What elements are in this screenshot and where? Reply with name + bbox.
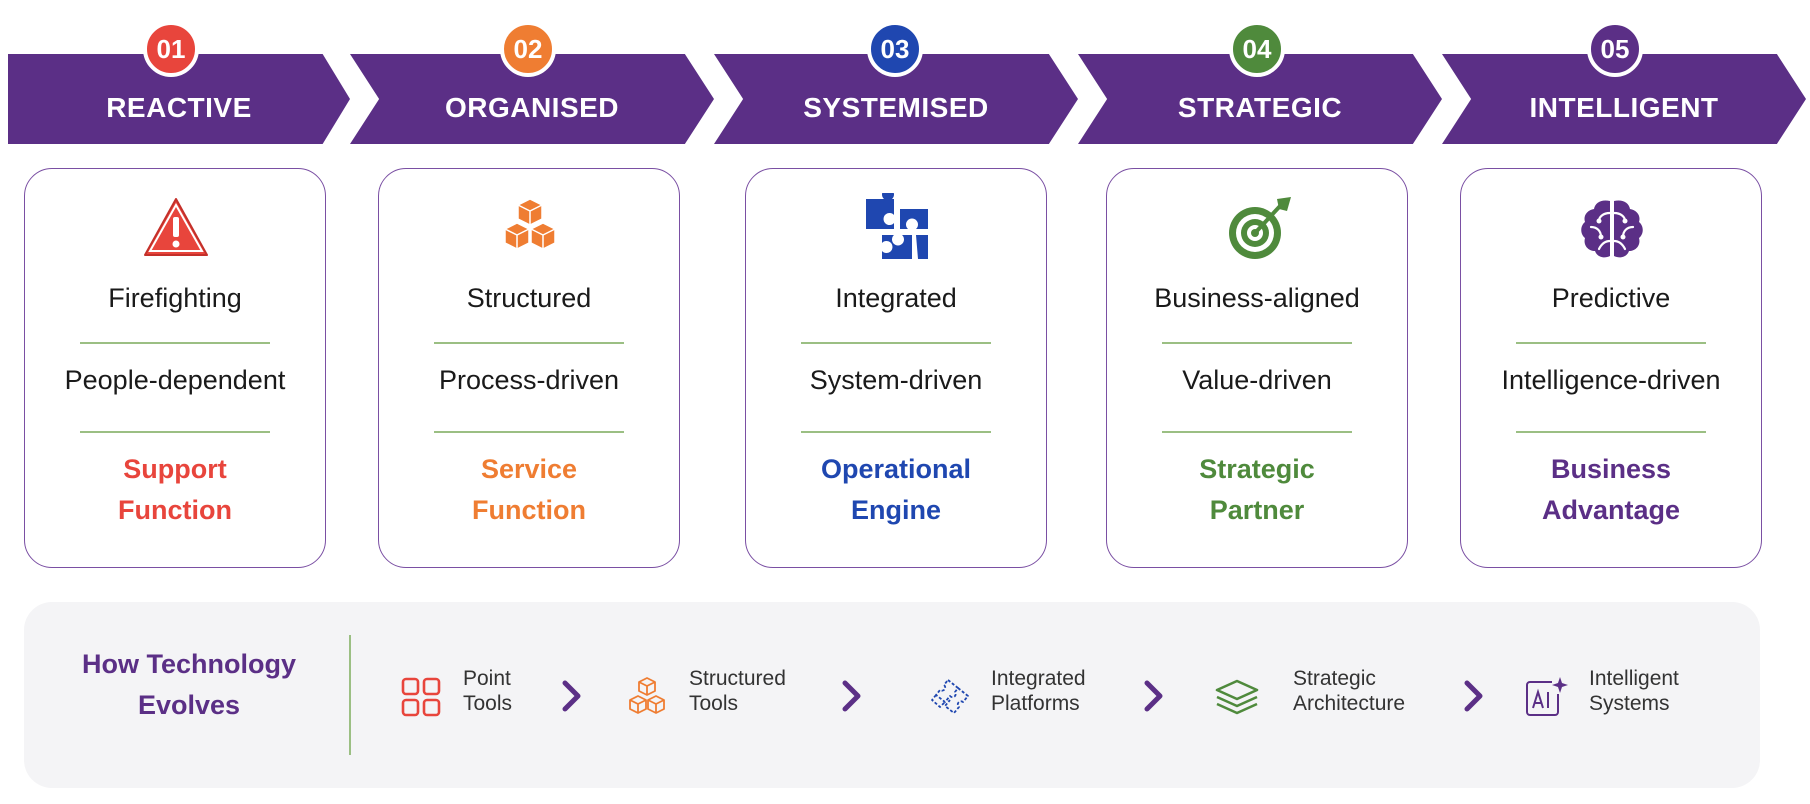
stage-title: SYSTEMISED xyxy=(803,92,989,123)
chevron-right-icon xyxy=(840,678,864,714)
warning-icon xyxy=(141,193,211,263)
stage-number-badge: 04 xyxy=(1229,21,1285,77)
layers-icon xyxy=(1214,674,1260,720)
stage-number-badge: 03 xyxy=(867,21,923,77)
stage-number-badge: 01 xyxy=(143,21,199,77)
step-label: Structured Tools xyxy=(689,667,786,715)
grid-icon xyxy=(398,674,444,720)
stage-card-reactive: Firefighting People-dependent Support Fu… xyxy=(24,168,326,568)
card-role: Service Function xyxy=(379,449,679,531)
evolution-title-line: How Technology xyxy=(82,649,296,679)
card-role-line: Operational xyxy=(820,454,972,484)
stage-card-organised: Structured Process-driven Service Functi… xyxy=(378,168,680,568)
boxes-icon xyxy=(495,193,565,263)
divider xyxy=(1516,431,1706,433)
card-role: Business Advantage xyxy=(1461,449,1761,531)
divider xyxy=(434,431,624,433)
stage-card-intelligent: Predictive Intelligence-driven Business … xyxy=(1460,168,1762,568)
card-role-line: Business xyxy=(1550,454,1672,484)
chevron-right-icon xyxy=(1462,678,1486,714)
evolution-title: How Technology Evolves xyxy=(54,644,324,726)
divider xyxy=(801,431,991,433)
ai-icon xyxy=(1522,674,1568,720)
card-driver: People-dependent xyxy=(64,365,286,395)
card-role-line: Support xyxy=(123,454,227,484)
stage-title: REACTIVE xyxy=(106,92,252,123)
divider xyxy=(1162,431,1352,433)
divider xyxy=(80,342,270,344)
technology-evolution-panel: How Technology Evolves Point Tools Struc… xyxy=(24,602,1760,788)
stage-title: INTELLIGENT xyxy=(1529,92,1719,123)
card-trait: Integrated xyxy=(835,283,957,313)
stage-title: STRATEGIC xyxy=(1177,92,1343,123)
brain-icon xyxy=(1577,193,1647,263)
card-trait: Business-aligned xyxy=(1154,283,1360,313)
step-label: Point Tools xyxy=(463,667,513,715)
stage-title: ORGANISED xyxy=(444,92,620,123)
divider xyxy=(434,342,624,344)
card-driver: Process-driven xyxy=(438,365,620,395)
card-role-line: Service xyxy=(480,454,578,484)
card-role: Strategic Partner xyxy=(1107,449,1407,531)
card-role-line: Function xyxy=(118,495,232,525)
step-label: Integrated Platforms xyxy=(991,667,1086,715)
puzzle-icon xyxy=(862,193,932,263)
panel-divider xyxy=(349,635,351,755)
step-label: Intelligent Systems xyxy=(1589,667,1679,715)
card-trait: Predictive xyxy=(1551,283,1671,313)
card-trait: Firefighting xyxy=(108,283,242,313)
stage-card-systemised: Integrated System-driven Operational Eng… xyxy=(745,168,1047,568)
stage-number-badge: 05 xyxy=(1587,21,1643,77)
card-role-line: Strategic xyxy=(1199,454,1315,484)
card-driver: Value-driven xyxy=(1182,365,1332,395)
card-role: Support Function xyxy=(25,449,325,531)
card-role: Operational Engine xyxy=(746,449,1046,531)
boxes-outline-icon xyxy=(624,674,670,720)
divider xyxy=(1162,342,1352,344)
card-driver: Intelligence-driven xyxy=(1501,365,1721,395)
card-role-line: Partner xyxy=(1209,495,1305,525)
evolution-title-line: Evolves xyxy=(137,690,241,720)
target-icon xyxy=(1223,193,1293,263)
card-role-line: Engine xyxy=(850,495,941,525)
card-driver: System-driven xyxy=(809,365,983,395)
stage-number-badge: 02 xyxy=(500,21,556,77)
stage-banner-2: ORGANISED xyxy=(350,54,714,144)
stage-banner-4: STRATEGIC xyxy=(1078,54,1442,144)
card-role-line: Function xyxy=(472,495,586,525)
puzzle-outline-icon xyxy=(928,674,974,720)
stage-card-strategic: Business-aligned Value-driven Strategic … xyxy=(1106,168,1408,568)
divider xyxy=(1516,342,1706,344)
card-trait: Structured xyxy=(466,283,592,313)
card-role-line: Advantage xyxy=(1541,495,1681,525)
divider xyxy=(80,431,270,433)
divider xyxy=(801,342,991,344)
step-label: Strategic Architecture xyxy=(1293,667,1406,715)
chevron-right-icon xyxy=(560,678,584,714)
chevron-right-icon xyxy=(1142,678,1166,714)
